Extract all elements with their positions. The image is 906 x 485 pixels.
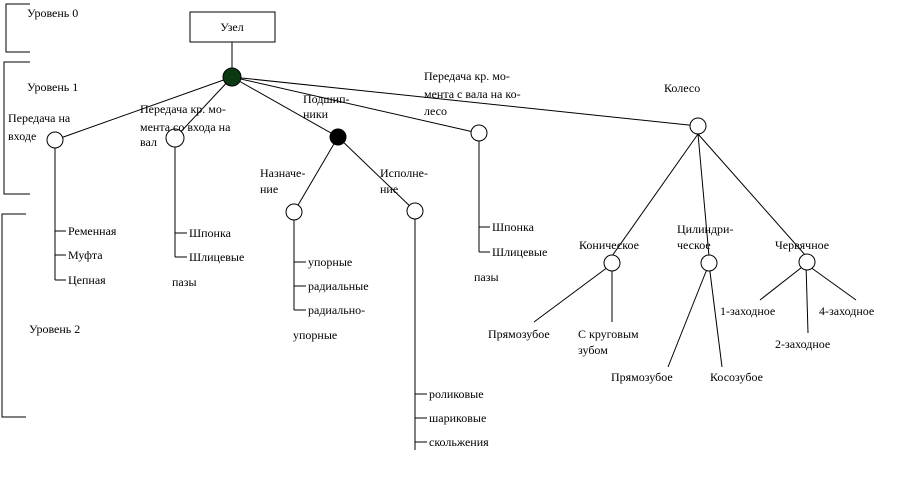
node-cyl-label-line-1: Цилиндри- [677,222,733,236]
leaf-purpose-3: радиально- [308,303,365,317]
node-shaft-label-line-1: Передача кр. мо- [140,102,226,116]
leaf-design-2: шариковые [429,411,486,425]
level-0-bracket [5,3,30,53]
node-design-label-line-1: Исполне- [380,166,428,180]
node-input-label-line-2: входе [8,129,36,143]
edge-gear-cyl [697,133,710,257]
node-wheel-label-line-2: мента с вала на ко- [424,87,521,101]
edge-root-input [54,76,233,141]
edge-cyl-leaf-1 [667,263,710,368]
node-purpose-label-line-2: ние [260,182,278,196]
node-purpose-label-line-1: Назначе- [260,166,305,180]
node-worm-label: Червячное [775,238,829,252]
root-node [222,67,242,87]
leaf-conical-1: Прямозубое [488,327,550,341]
root-box [189,11,276,43]
nodes [46,67,816,272]
node-worm [798,253,816,271]
node-input-label-line-1: Передача на [8,111,71,125]
leaf-purpose-2: радиальные [308,279,369,293]
edge-gear-conical [611,133,699,257]
leaf-purpose-4: упорные [293,328,337,342]
leaf-cyl-1: Прямозубое [611,370,673,384]
node-gear [689,117,707,135]
leaf-shaft-3: пазы [172,275,197,289]
node-shaft-label-line-2: мента со входа на [140,120,231,134]
node-bearing-label-line-1: Подшип- [303,92,350,106]
edge-root-shaft [174,76,233,139]
node-input [46,131,64,149]
node-shaft [165,128,185,148]
level-0-label: Уровень 0 [27,6,78,20]
edge-worm-leaf-2 [805,263,809,334]
leaf-shaft-2: Шлицевые [189,250,244,264]
leaf-shaft-1: Шпонка [189,226,232,240]
level-2-bracket [1,213,26,418]
edge-root-wheel [231,76,479,134]
leaf-worm-3: 4-заходное [819,304,874,318]
node-cyl-label-line-2: ческое [677,238,711,252]
node-wheel-label-line-3: лесо [424,104,447,118]
edge-bearing-purpose [293,136,339,213]
leaf-conical-2: С круговым [578,327,639,341]
edge-worm-leaf-3 [805,263,857,301]
node-conical-label: Коническое [579,238,639,252]
leaf-input-3: Цепная [68,273,106,287]
node-bearing [329,128,347,146]
leaf-purpose-1: упорные [308,255,352,269]
edge-bearing-design [337,136,416,212]
node-wheel-label-line-1: Передача кр. мо- [424,69,510,83]
node-design-label-line-2: ние [380,182,398,196]
level-1-bracket [3,61,30,195]
leaf-input-2: Муфта [68,248,103,262]
node-conical [603,254,621,272]
edge-root-bearing [231,76,339,138]
level-2-label: Уровень 2 [29,322,80,336]
leaf-input-1: Ременная [68,224,117,238]
edge-conical-leaf-1 [533,263,613,323]
node-cyl [700,254,718,272]
root-box-label: Узел [220,20,244,34]
node-gear-label: Колесо [664,81,700,95]
node-bearing-label-line-2: ники [303,107,329,121]
leaf-conical-3: зубом [578,343,608,357]
edge-worm-leaf-1 [759,263,807,301]
leaf-wheel-2: Шлицевые [492,245,547,259]
level-1-label: Уровень 1 [27,80,78,94]
leaf-wheel-3: пазы [474,270,499,284]
leaf-design-1: роликовые [429,387,484,401]
leaf-worm-1: 1-заходное [720,304,775,318]
edge-root-gear [231,76,699,127]
node-shaft-label-line-3: вал [140,135,157,149]
leaf-wheel-1: Шпонка [492,220,535,234]
edge-cyl-leaf-2 [708,263,723,368]
edge-gear-worm [697,133,807,257]
node-purpose [285,203,303,221]
node-wheel [470,124,488,142]
node-design [406,202,424,220]
leaf-design-3: скольжения [429,435,489,449]
leaf-worm-2: 2-заходное [775,337,830,351]
leaf-cyl-2: Косозубое [710,370,763,384]
connectors [1,3,857,450]
